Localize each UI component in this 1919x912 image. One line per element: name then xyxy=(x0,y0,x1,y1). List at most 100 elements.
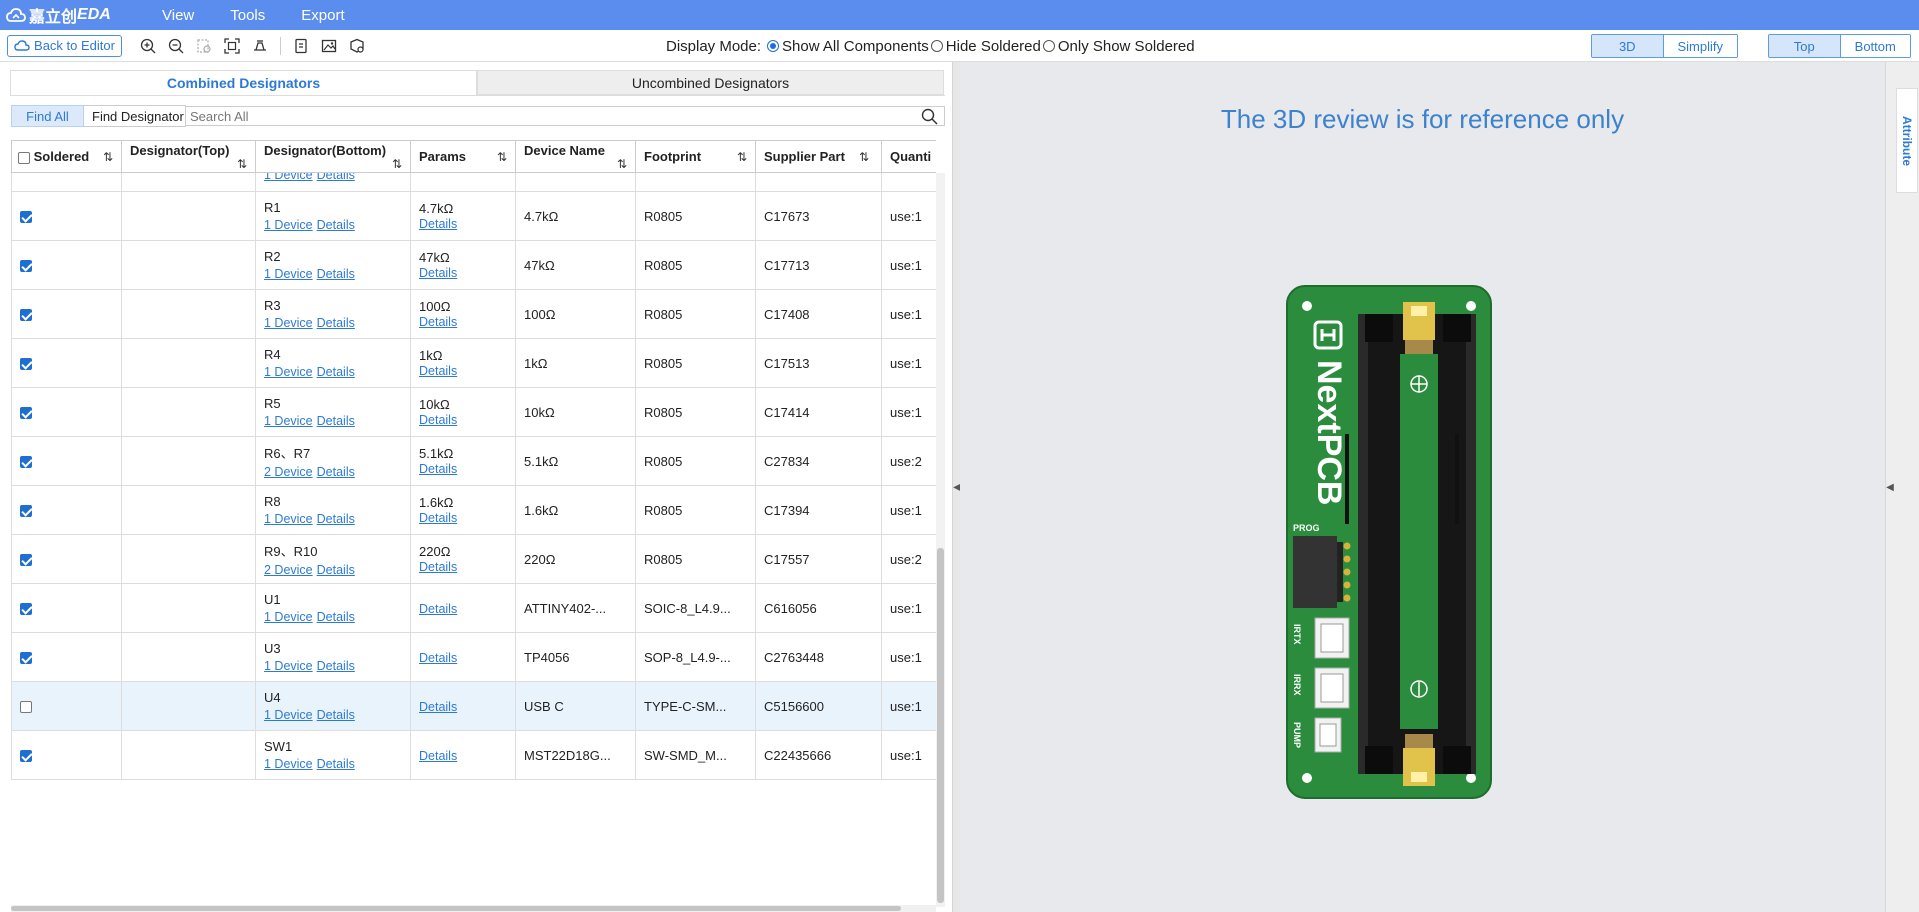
details-link[interactable]: Details xyxy=(316,365,355,379)
device-count-link[interactable]: 2 Device xyxy=(264,465,313,479)
param-details-link[interactable]: Details xyxy=(419,315,458,329)
back-to-editor-button[interactable]: Back to Editor xyxy=(7,34,122,57)
device-count-link[interactable]: 1 Device xyxy=(264,757,313,771)
param-details-link[interactable]: Details xyxy=(419,699,458,714)
soldered-checkbox[interactable] xyxy=(20,309,32,322)
model-settings-icon[interactable] xyxy=(343,35,371,57)
device-count-link[interactable]: 1 Device xyxy=(264,708,313,722)
details-link[interactable]: Details xyxy=(316,172,355,183)
find-all-button[interactable]: Find All xyxy=(11,105,84,127)
device-count-link[interactable]: 1 Device xyxy=(264,316,313,330)
device-count-link[interactable]: 1 Device xyxy=(264,218,313,232)
col-soldered[interactable]: Soldered⇅ xyxy=(11,140,122,173)
device-count-link[interactable]: 1 Device xyxy=(264,610,313,624)
scrollbar-thumb[interactable] xyxy=(11,906,901,911)
col-footprint[interactable]: Footprint⇅ xyxy=(635,140,756,173)
soldered-checkbox[interactable] xyxy=(20,505,32,518)
soldered-checkbox[interactable] xyxy=(20,407,32,420)
soldered-checkbox[interactable] xyxy=(20,652,32,665)
soldered-checkbox[interactable] xyxy=(20,358,32,371)
select-all-checkbox[interactable] xyxy=(18,151,30,164)
menu-export[interactable]: Export xyxy=(301,6,345,24)
view-3d-button[interactable]: 3D xyxy=(1592,35,1664,57)
col-params[interactable]: Params⇅ xyxy=(410,140,516,173)
collapse-right-icon[interactable]: ◀ xyxy=(1886,481,1894,493)
soldered-checkbox[interactable] xyxy=(20,603,32,616)
param-details-link[interactable]: Details xyxy=(419,560,458,574)
side-bottom-button[interactable]: Bottom xyxy=(1840,35,1910,57)
mode-only-soldered[interactable]: Only Show Soldered xyxy=(1042,38,1195,55)
zoom-out-icon[interactable] xyxy=(162,35,190,57)
param-details-link[interactable]: Details xyxy=(419,217,458,231)
menu-tools[interactable]: Tools xyxy=(230,6,266,24)
attribute-tab[interactable]: Attribute xyxy=(1896,88,1918,193)
tab-uncombined-designators[interactable]: Uncombined Designators xyxy=(477,70,944,95)
search-icon[interactable] xyxy=(921,108,938,125)
soldered-checkbox[interactable] xyxy=(20,260,32,273)
sort-icon[interactable]: ⇅ xyxy=(736,150,747,164)
details-link[interactable]: Details xyxy=(316,512,355,526)
device-count-link[interactable]: 2 Device xyxy=(264,563,313,577)
flip-view-icon[interactable] xyxy=(246,35,274,57)
mode-hide-soldered[interactable]: Hide Soldered xyxy=(930,38,1041,55)
param-details-link[interactable]: Details xyxy=(419,511,458,525)
param-details-link[interactable]: Details xyxy=(419,364,458,378)
details-link[interactable]: Details xyxy=(316,757,355,771)
zoom-area-icon[interactable] xyxy=(190,35,218,57)
soldered-checkbox[interactable] xyxy=(20,750,32,763)
soldered-checkbox[interactable] xyxy=(20,701,32,714)
table-horizontal-scrollbar[interactable] xyxy=(11,905,936,912)
search-input[interactable] xyxy=(190,108,944,124)
mode-show-all[interactable]: Show All Components xyxy=(767,38,929,55)
bom-export-icon[interactable] xyxy=(287,35,315,57)
view-simplify-button[interactable]: Simplify xyxy=(1663,35,1737,57)
col-supplier-part[interactable]: Supplier Part⇅ xyxy=(755,140,882,173)
sort-icon[interactable]: ⇅ xyxy=(496,150,507,164)
device-count-link[interactable]: 1 Device xyxy=(264,659,313,673)
sort-icon[interactable]: ⇅ xyxy=(102,150,113,164)
device-count-link[interactable]: 1 Device xyxy=(264,365,313,379)
tab-combined-designators[interactable]: Combined Designators xyxy=(10,70,477,95)
find-designator-button[interactable]: Find Designator xyxy=(84,105,186,127)
details-link[interactable]: Details xyxy=(316,563,355,577)
panel-splitter[interactable]: ◀ xyxy=(952,62,961,912)
soldered-checkbox[interactable] xyxy=(20,211,32,224)
details-link[interactable]: Details xyxy=(316,610,355,624)
col-designator-top[interactable]: Designator(Top)⇅ xyxy=(121,140,256,173)
device-count-link[interactable]: 1 Device xyxy=(264,172,313,183)
sort-icon[interactable]: ⇅ xyxy=(391,157,402,171)
param-details-link[interactable]: Details xyxy=(419,748,458,763)
details-link[interactable]: Details xyxy=(316,465,355,479)
device-count-link[interactable]: 1 Device xyxy=(264,512,313,526)
fit-view-icon[interactable] xyxy=(218,35,246,57)
pcb-3d-model[interactable]: NextPCB PROG xyxy=(1285,284,1495,807)
zoom-in-icon[interactable] xyxy=(134,35,162,57)
sort-icon[interactable]: ⇅ xyxy=(236,157,247,171)
param-details-link[interactable]: Details xyxy=(419,413,458,427)
soldered-checkbox[interactable] xyxy=(20,456,32,469)
param-details-link[interactable]: Details xyxy=(419,462,458,476)
table-vertical-scrollbar[interactable] xyxy=(936,173,945,907)
details-link[interactable]: Details xyxy=(316,659,355,673)
device-count-link[interactable]: 1 Device xyxy=(264,414,313,428)
details-link[interactable]: Details xyxy=(316,414,355,428)
side-top-button[interactable]: Top xyxy=(1769,35,1841,57)
col-device-name[interactable]: Device Name⇅ xyxy=(515,140,636,173)
scrollbar-thumb[interactable] xyxy=(937,548,944,903)
3d-viewer[interactable]: The 3D review is for reference only Next… xyxy=(960,62,1885,912)
sort-icon[interactable]: ⇅ xyxy=(858,150,869,164)
details-link[interactable]: Details xyxy=(316,708,355,722)
col-designator-bottom[interactable]: Designator(Bottom)⇅ xyxy=(255,140,411,173)
sort-icon[interactable]: ⇅ xyxy=(616,157,627,171)
